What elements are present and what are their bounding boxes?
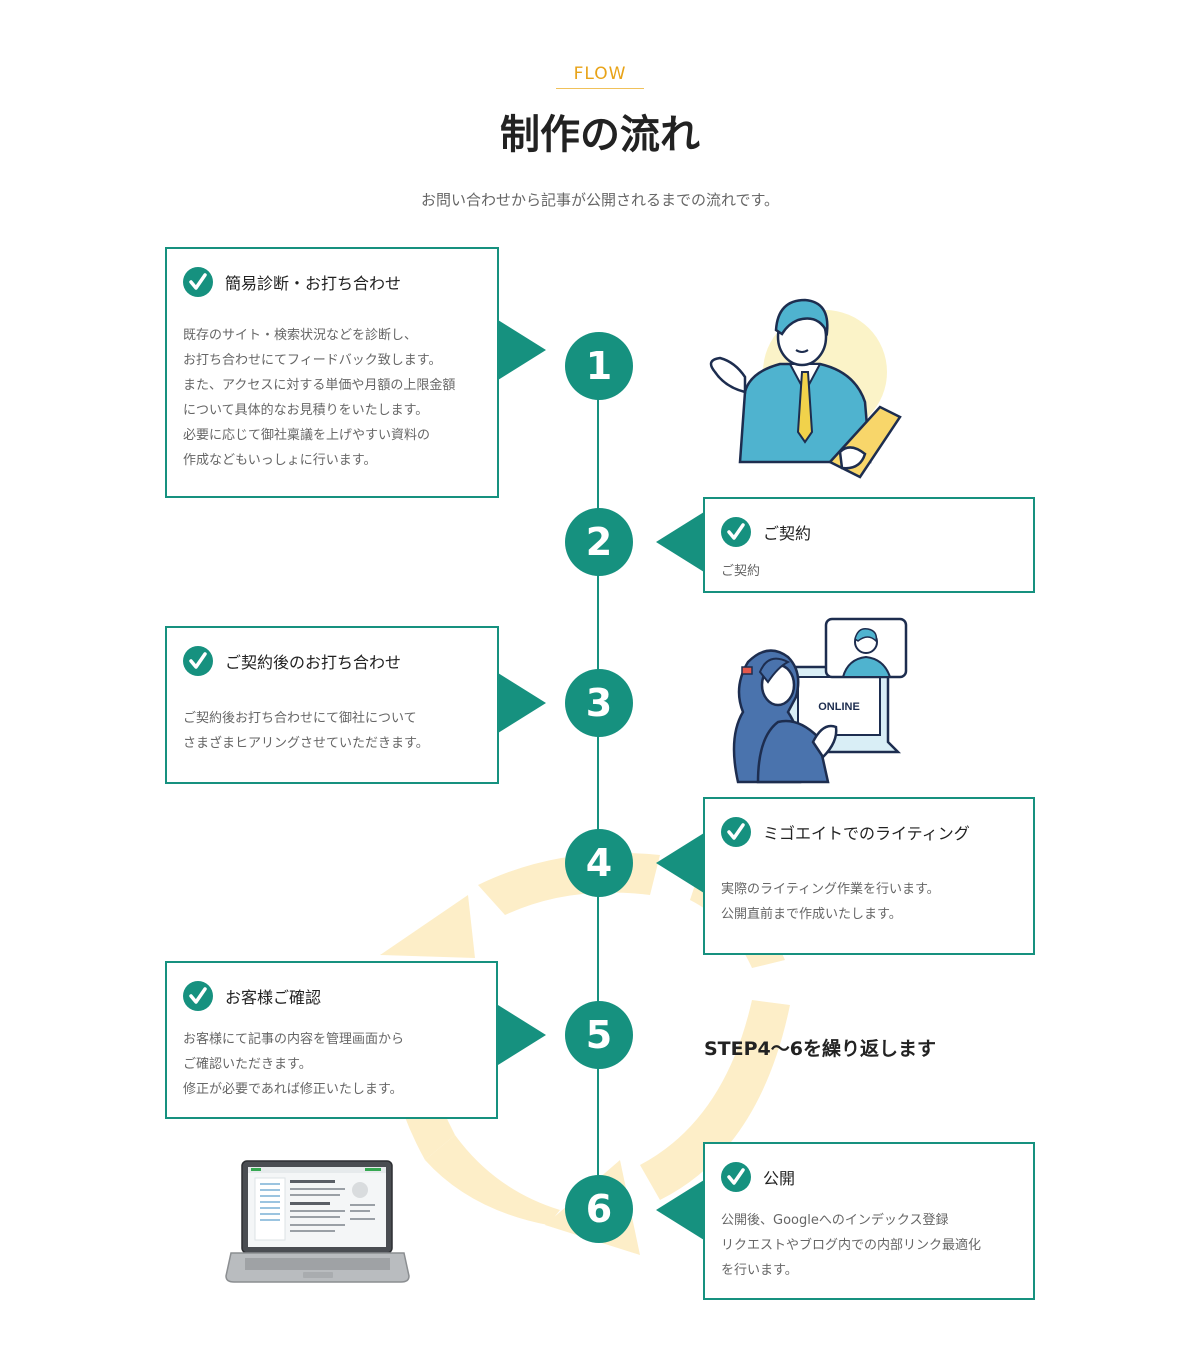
step-3-pointer — [498, 673, 546, 733]
check-icon — [721, 517, 751, 547]
step-number-4: 4 — [565, 829, 633, 897]
check-icon — [721, 1162, 751, 1192]
step-card-5: お客様ご確認 お客様にて記事の内容を管理画面から ご確認いただきます。 修正が必… — [165, 961, 498, 1119]
check-icon — [183, 267, 213, 297]
step-2-pointer — [656, 512, 704, 572]
laptop-illustration — [225, 1160, 410, 1283]
step-card-6: 公開 公開後、Googleへのインデックス登録 リクエストやブログ内での内部リン… — [703, 1142, 1035, 1300]
step-6-pointer — [656, 1180, 704, 1240]
step-5-pointer — [498, 1005, 546, 1065]
step-title: ご契約後のお打ち合わせ — [225, 653, 402, 672]
step-title: 簡易診断・お打ち合わせ — [225, 274, 402, 293]
check-icon — [721, 817, 751, 847]
step-number-1: 1 — [565, 332, 633, 400]
step-description: 既存のサイト・検索状況などを診断し、 お打ち合わせにてフィードバック致します。 … — [183, 328, 456, 468]
step-card-4: ミゴエイトでのライティング 実際のライティング作業を行います。 公開直前まで作成… — [703, 797, 1035, 955]
step-description: 公開後、Googleへのインデックス登録 リクエストやブログ内での内部リンク最適… — [721, 1213, 982, 1278]
check-icon — [183, 646, 213, 676]
page-subtitle: お問い合わせから記事が公開されるまでの流れです。 — [420, 191, 780, 209]
step-number-6: 6 — [565, 1175, 633, 1243]
check-icon — [183, 981, 213, 1011]
step-description: 実際のライティング作業を行います。 公開直前まで作成いたします。 — [721, 882, 940, 922]
timeline-line — [597, 360, 599, 1210]
repeat-note: STEP4〜6を繰り返します — [704, 1038, 936, 1060]
step-number-2: 2 — [565, 508, 633, 576]
eyebrow-underline — [556, 88, 644, 89]
step-card-3: ご契約後のお打ち合わせ ご契約後お打ち合わせにて御社について さまざまヒアリング… — [165, 626, 499, 784]
section-eyebrow: FLOW — [573, 64, 627, 84]
step-title: ご契約 — [763, 524, 812, 543]
online-meeting-illustration: ONLINE — [732, 617, 908, 784]
step-title: 公開 — [763, 1169, 796, 1188]
step-description: ご契約後お打ち合わせにて御社について さまざまヒアリングさせていただきます。 — [183, 711, 429, 751]
step-4-pointer — [656, 833, 704, 893]
step-title: お客様ご確認 — [225, 988, 322, 1007]
page-title: 制作の流れ — [500, 112, 700, 158]
step-1-pointer — [498, 320, 546, 380]
step-title: ミゴエイトでのライティング — [763, 824, 970, 843]
step-number-3: 3 — [565, 669, 633, 737]
step-number-5: 5 — [565, 1001, 633, 1069]
step-card-1: 簡易診断・お打ち合わせ 既存のサイト・検索状況などを診断し、 お打ち合わせにてフ… — [165, 247, 499, 498]
step-description: ご契約 — [721, 564, 761, 579]
online-label: ONLINE — [818, 701, 860, 713]
step-card-2: ご契約 ご契約 — [703, 497, 1035, 593]
businessman-illustration — [709, 298, 902, 479]
step-description: お客様にて記事の内容を管理画面から ご確認いただきます。 修正が必要であれば修正… — [183, 1032, 405, 1097]
